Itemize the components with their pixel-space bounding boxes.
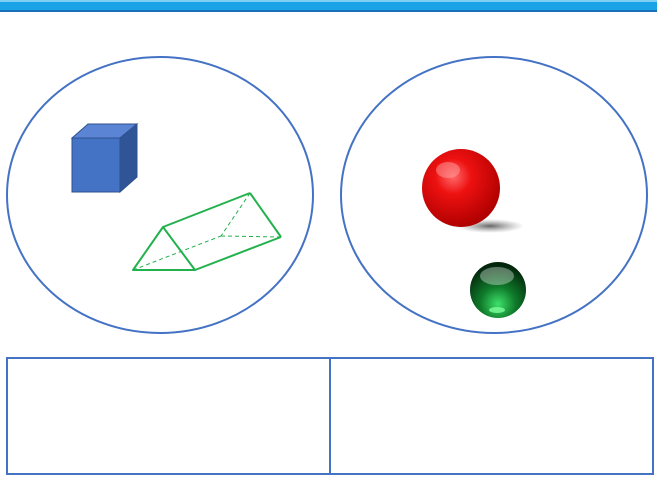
answer-cell-right[interactable] [330,358,653,474]
group-left-circle [7,57,313,333]
answer-table-row [7,358,653,474]
group-left [7,57,313,333]
answer-table [6,357,654,475]
answer-cell-left[interactable] [7,358,330,474]
group-right [341,57,647,333]
cube-shape[interactable] [72,124,137,192]
green-sphere-shape[interactable] [470,262,526,318]
shape-sorting-diagram [0,0,657,350]
triangular-prism-shape[interactable] [133,193,281,270]
red-sphere-shape[interactable] [422,149,524,233]
